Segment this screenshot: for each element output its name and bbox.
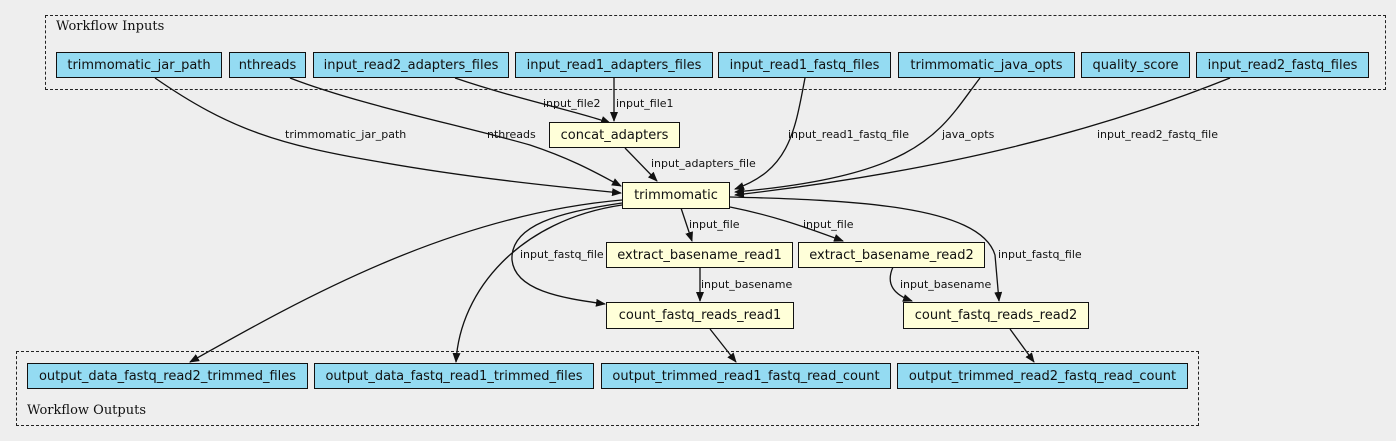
input-node-input-read1-adapters-files[interactable]: input_read1_adapters_files [515, 52, 713, 78]
edge-trimmomatic-to-extract-read2 [729, 206, 844, 242]
edge-input-read2-fastq-to-trimmomatic [734, 77, 1231, 198]
edge-nthreads-to-trimmomatic [289, 77, 622, 187]
workflow-outputs-label: Workflow Outputs [27, 403, 146, 418]
edge-trimmomatic-to-count-read1 [511, 202, 623, 307]
edge-input-read2-adapters-to-concat [454, 77, 611, 124]
step-node-count-fastq-reads-read1[interactable]: count_fastq_reads_read1 [606, 302, 794, 329]
edge-count-read1-to-output [709, 328, 737, 363]
edge-concat-to-trimmomatic [624, 147, 658, 182]
edge-input-read1-fastq-to-trimmomatic [734, 77, 806, 190]
input-node-trimmomatic-jar-path[interactable]: trimmomatic_jar_path [56, 52, 222, 78]
input-node-input-read2-adapters-files[interactable]: input_read2_adapters_files [313, 52, 509, 78]
edge-label-input-read2-fastq-file: input_read2_fastq_file [1097, 128, 1218, 141]
edge-trimmomatic-to-output-read1-trimmed [452, 204, 623, 363]
edge-label-java-opts: java_opts [941, 128, 995, 141]
edge-label-input-file2: input_file2 [543, 97, 601, 110]
input-node-input-read2-fastq-files[interactable]: input_read2_fastq_files [1196, 52, 1369, 78]
edge-trimmomatic-to-extract-read1 [680, 207, 693, 242]
edge-label-input-fastq-file: input_fastq_file [998, 248, 1082, 261]
edge-label-input-file: input_file [803, 218, 854, 231]
edge-trimmomatic-to-count-read2 [729, 196, 1003, 302]
step-node-extract-basename-read2[interactable]: extract_basename_read2 [798, 242, 985, 268]
edge-label-input-basename: input_basename [900, 278, 991, 291]
edge-label-input-read1-fastq-file: input_read1_fastq_file [788, 128, 909, 141]
edge-label-input-fastq-file: input_fastq_file [520, 248, 604, 261]
edge-label-input-adapters-file: input_adapters_file [651, 157, 756, 170]
step-node-concat-adapters[interactable]: concat_adapters [549, 122, 680, 148]
edge-label-input-basename: input_basename [701, 278, 792, 291]
edge-label-input-file: input_file [689, 218, 740, 231]
edge-count-read2-to-output [1009, 328, 1035, 363]
input-node-trimmomatic-java-opts[interactable]: trimmomatic_java_opts [898, 52, 1075, 78]
workflow-inputs-cluster [45, 15, 1386, 90]
edge-label-trimmomatic-jar-path: trimmomatic_jar_path [285, 128, 406, 141]
input-node-nthreads[interactable]: nthreads [229, 52, 306, 78]
edge-java-opts-to-trimmomatic [734, 77, 981, 196]
workflow-inputs-label: Workflow Inputs [56, 19, 165, 34]
edge-label-input-file1: input_file1 [616, 97, 674, 110]
edge-label-nthreads: nthreads [487, 128, 536, 141]
step-node-count-fastq-reads-read2[interactable]: count_fastq_reads_read2 [903, 302, 1089, 329]
input-node-quality-score[interactable]: quality_score [1081, 52, 1190, 78]
edge-extract-read2-to-count-read2 [889, 266, 913, 302]
output-node-data-fastq-read1-trimmed-files[interactable]: output_data_fastq_read1_trimmed_files [314, 363, 594, 389]
input-node-input-read1-fastq-files[interactable]: input_read1_fastq_files [718, 52, 891, 78]
step-node-extract-basename-read1[interactable]: extract_basename_read1 [606, 242, 793, 268]
edge-trimmomatic-to-output-read2-trimmed [189, 199, 623, 363]
output-node-trimmed-read2-fastq-read-count[interactable]: output_trimmed_read2_fastq_read_count [897, 363, 1188, 389]
output-node-data-fastq-read2-trimmed-files[interactable]: output_data_fastq_read2_trimmed_files [27, 363, 308, 389]
workflow-outputs-cluster [16, 351, 1199, 426]
edge-jar-path-to-trimmomatic [154, 77, 622, 197]
output-node-trimmed-read1-fastq-read-count[interactable]: output_trimmed_read1_fastq_read_count [601, 363, 891, 389]
step-node-trimmomatic[interactable]: trimmomatic [622, 182, 730, 209]
